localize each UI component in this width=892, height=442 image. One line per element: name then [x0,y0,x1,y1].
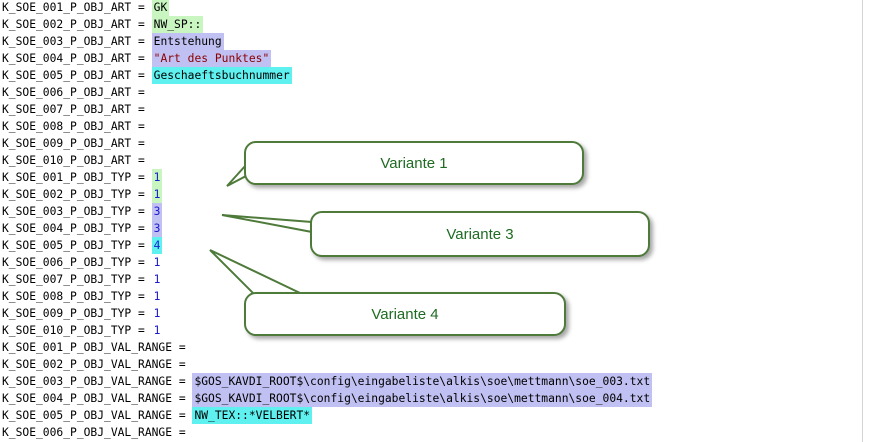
code-line[interactable]: K_SOE_010_P_OBJ_TYP = 1 [2,322,652,339]
line-key: K_SOE_007_P_OBJ_ART = [2,103,145,116]
line-key: K_SOE_006_P_OBJ_ART = [2,86,145,99]
line-key: K_SOE_004_P_OBJ_TYP = [2,222,152,235]
code-line[interactable]: K_SOE_010_P_OBJ_ART = [2,152,652,169]
editor-divider [862,0,863,442]
line-key: K_SOE_005_P_OBJ_VAL_RANGE = [2,409,193,422]
callout-variante3-label: Variante 3 [446,225,514,243]
callout-variante1-label: Variante 1 [380,154,448,172]
code-line[interactable]: K_SOE_004_P_OBJ_VAL_RANGE = $GOS_KAVDI_R… [2,390,653,407]
line-key: K_SOE_001_P_OBJ_VAL_RANGE = [2,341,186,354]
code-line[interactable]: K_SOE_008_P_OBJ_ART = [2,118,652,135]
line-key: K_SOE_002_P_OBJ_VAL_RANGE = [2,358,186,371]
code-line[interactable]: K_SOE_004_P_OBJ_ART = "Art des Punktes" [2,50,652,67]
line-value: 1 [153,256,161,269]
line-value: GK [151,0,170,16]
callout-variante1: Variante 1 [244,141,584,185]
line-value: Geschaeftsbuchnummer [151,67,292,84]
line-key: K_SOE_010_P_OBJ_ART = [2,154,145,167]
code-line[interactable]: K_SOE_002_P_OBJ_VAL_RANGE = [2,356,652,373]
line-value: 3 [151,203,163,220]
line-value: 1 [151,186,163,203]
line-key: K_SOE_006_P_OBJ_VAL_RANGE = [2,426,186,439]
code-line[interactable]: K_SOE_002_P_OBJ_ART = NW_SP:: [2,16,652,33]
line-value: 1 [153,273,161,286]
code-line[interactable]: K_SOE_003_P_OBJ_ART = Entstehung [2,33,652,50]
code-line[interactable]: K_SOE_005_P_OBJ_TYP = 4 [2,237,652,254]
code-line[interactable]: K_SOE_001_P_OBJ_ART = GK [2,0,652,16]
code-line[interactable]: K_SOE_006_P_OBJ_TYP = 1 [2,254,652,271]
line-key: K_SOE_009_P_OBJ_TYP = [2,307,152,320]
line-key: K_SOE_001_P_OBJ_ART = [2,1,152,14]
code-line[interactable]: K_SOE_004_P_OBJ_TYP = 3 [2,220,652,237]
line-key: K_SOE_001_P_OBJ_TYP = [2,171,152,184]
code-line[interactable]: K_SOE_005_P_OBJ_ART = Geschaeftsbuchnumm… [2,67,652,84]
line-value: 4 [151,237,163,254]
code-line[interactable]: K_SOE_006_P_OBJ_VAL_RANGE = [2,424,652,441]
line-value: 3 [151,220,163,237]
line-key: K_SOE_006_P_OBJ_TYP = [2,256,152,269]
line-key: K_SOE_003_P_OBJ_TYP = [2,205,152,218]
line-key: K_SOE_008_P_OBJ_TYP = [2,290,152,303]
line-value: 1 [153,324,161,337]
code-line[interactable]: K_SOE_007_P_OBJ_ART = [2,101,652,118]
line-key: K_SOE_002_P_OBJ_TYP = [2,188,152,201]
line-key: K_SOE_007_P_OBJ_TYP = [2,273,152,286]
code-line[interactable]: K_SOE_003_P_OBJ_VAL_RANGE = $GOS_KAVDI_R… [2,373,653,390]
callout-variante4: Variante 4 [244,292,566,336]
code-line[interactable]: K_SOE_003_P_OBJ_TYP = 3 [2,203,652,220]
line-value: NW_SP:: [151,16,204,33]
line-value: 1 [151,169,163,186]
code-line[interactable]: K_SOE_001_P_OBJ_TYP = 1 [2,169,652,186]
callout-variante3: Variante 3 [310,211,650,257]
line-value: 1 [153,307,161,320]
code-line[interactable]: K_SOE_006_P_OBJ_ART = [2,84,652,101]
code-line[interactable]: K_SOE_009_P_OBJ_TYP = 1 [2,305,652,322]
code-line[interactable]: K_SOE_002_P_OBJ_TYP = 1 [2,186,652,203]
line-key: K_SOE_004_P_OBJ_VAL_RANGE = [2,392,193,405]
line-key: K_SOE_005_P_OBJ_TYP = [2,239,152,252]
code-line[interactable]: K_SOE_001_P_OBJ_VAL_RANGE = [2,339,652,356]
code-line[interactable]: K_SOE_008_P_OBJ_TYP = 1 [2,288,652,305]
right-pane [863,0,892,442]
line-key: K_SOE_008_P_OBJ_ART = [2,120,145,133]
line-value: $GOS_KAVDI_ROOT$\config\eingabeliste\alk… [192,373,653,390]
line-value: "Art des Punktes" [151,50,272,67]
code-line[interactable]: K_SOE_007_P_OBJ_TYP = 1 [2,271,652,288]
line-key: K_SOE_004_P_OBJ_ART = [2,52,152,65]
code-line[interactable]: K_SOE_009_P_OBJ_ART = [2,135,652,152]
line-key: K_SOE_005_P_OBJ_ART = [2,69,152,82]
line-value: NW_TEX::*VELBERT* [192,407,313,424]
callout-variante4-label: Variante 4 [371,305,439,323]
line-key: K_SOE_009_P_OBJ_ART = [2,137,145,150]
line-value: $GOS_KAVDI_ROOT$\config\eingabeliste\alk… [192,390,653,407]
line-value: Entstehung [151,33,224,50]
line-key: K_SOE_003_P_OBJ_ART = [2,35,152,48]
code-line[interactable]: K_SOE_005_P_OBJ_VAL_RANGE = NW_TEX::*VEL… [2,407,652,424]
line-value: 1 [153,290,161,303]
line-key: K_SOE_003_P_OBJ_VAL_RANGE = [2,375,193,388]
line-key: K_SOE_002_P_OBJ_ART = [2,18,152,31]
line-key: K_SOE_010_P_OBJ_TYP = [2,324,152,337]
